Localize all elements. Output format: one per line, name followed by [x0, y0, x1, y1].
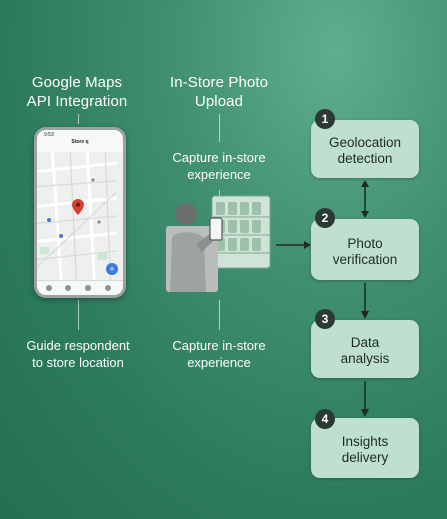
caption-guide-respondent: Guide respondent to store location [26, 338, 130, 370]
connector-line [78, 114, 79, 124]
step-data-analysis: Data analysis [311, 320, 419, 378]
arrow-icon [276, 241, 311, 249]
step-label: Photo verification [332, 235, 398, 267]
step-geolocation-detection: Geolocation detection [311, 120, 419, 178]
step-label: Insights delivery [341, 434, 389, 465]
step-photo-verification: Photo verification [311, 219, 419, 280]
connector-line [219, 114, 220, 142]
phone-map [37, 152, 123, 281]
step-number-badge: 2 [315, 208, 335, 228]
map-pin-icon [72, 199, 84, 215]
double-arrow-icon [361, 180, 369, 218]
nav-tab-icon [85, 285, 91, 291]
nav-tab-icon [46, 285, 52, 291]
step-label: Data analysis [340, 335, 390, 366]
step-number-badge: 1 [315, 109, 335, 129]
nav-tab-icon [105, 285, 111, 291]
step-number-badge: 3 [315, 309, 335, 329]
map-streets-graphic [37, 152, 123, 281]
phone-status-time: 9:53 [44, 132, 54, 138]
nav-tab-icon [65, 285, 71, 291]
down-arrow-icon [361, 283, 369, 319]
step-number-badge: 4 [315, 409, 335, 429]
connector-line [219, 300, 220, 330]
caption-upload-bottom: Capture in-store experience [172, 338, 266, 370]
connector-line [219, 190, 220, 200]
heading-photo-upload: In-Store Photo Upload [169, 74, 269, 110]
caption-upload-top: Capture in-store experience [172, 150, 266, 182]
smartphone-map-icon: 9:53 Store q [34, 127, 126, 298]
connector-line [78, 300, 79, 330]
step-label: Geolocation detection [328, 135, 402, 166]
down-arrow-icon [361, 381, 369, 417]
navigate-fab-icon: + [106, 263, 118, 275]
person-taking-photo-icon [166, 195, 271, 292]
phone-app-bar: 9:53 Store q [37, 130, 123, 152]
phone-app-title: Store q [71, 139, 89, 145]
heading-maps-integration: Google Maps API Integration [26, 74, 128, 110]
phone-nav-bar [37, 280, 123, 295]
